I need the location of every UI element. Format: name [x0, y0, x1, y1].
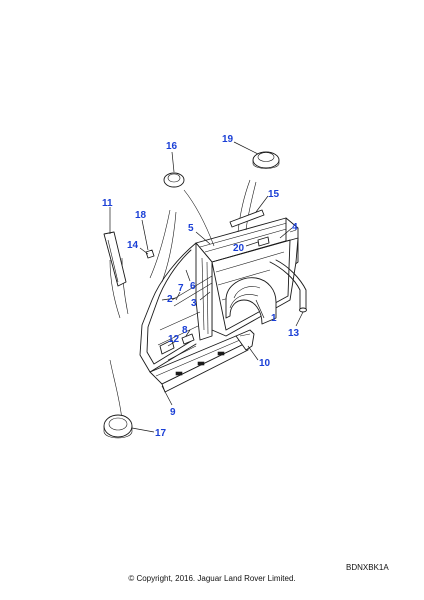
callout-2: 2: [167, 294, 173, 305]
reference-code: BDNXBK1A: [346, 563, 389, 572]
callout-1: 1: [271, 313, 277, 324]
callout-9: 9: [170, 407, 176, 418]
callout-5: 5: [188, 223, 194, 234]
callout-14: 14: [127, 240, 139, 251]
grommet-16: [163, 172, 185, 188]
leader-lines: [109, 141, 304, 433]
copyright-notice: © Copyright, 2016. Jaguar Land Rover Lim…: [128, 574, 296, 583]
seal-ring-17: [103, 414, 133, 439]
callout-3: 3: [191, 298, 197, 309]
callout-20: 20: [233, 243, 245, 254]
clip: [145, 249, 155, 259]
callout-4: 4: [292, 222, 298, 233]
grommet-19: [252, 151, 280, 169]
bracket-12: [159, 339, 175, 355]
callout-16: 16: [166, 141, 178, 152]
callout-6: 6: [190, 281, 196, 292]
callout-12: 12: [168, 334, 180, 345]
callout-labels: 1 2 3 4 5 6 7 8 9 10 11 12 13 14 15 16 1…: [102, 134, 300, 439]
callout-8: 8: [182, 325, 188, 336]
callout-19: 19: [222, 134, 234, 145]
callout-15: 15: [268, 189, 280, 200]
seal-strip: [229, 209, 265, 228]
body-side-assembly: [109, 179, 299, 421]
hose: [269, 259, 307, 313]
callout-7: 7: [178, 283, 184, 294]
callout-10: 10: [259, 358, 271, 369]
pillar-trim-strip: [103, 231, 127, 287]
callout-18: 18: [135, 210, 147, 221]
callout-11: 11: [102, 198, 113, 209]
callout-17: 17: [155, 428, 167, 439]
callout-13: 13: [288, 328, 300, 339]
